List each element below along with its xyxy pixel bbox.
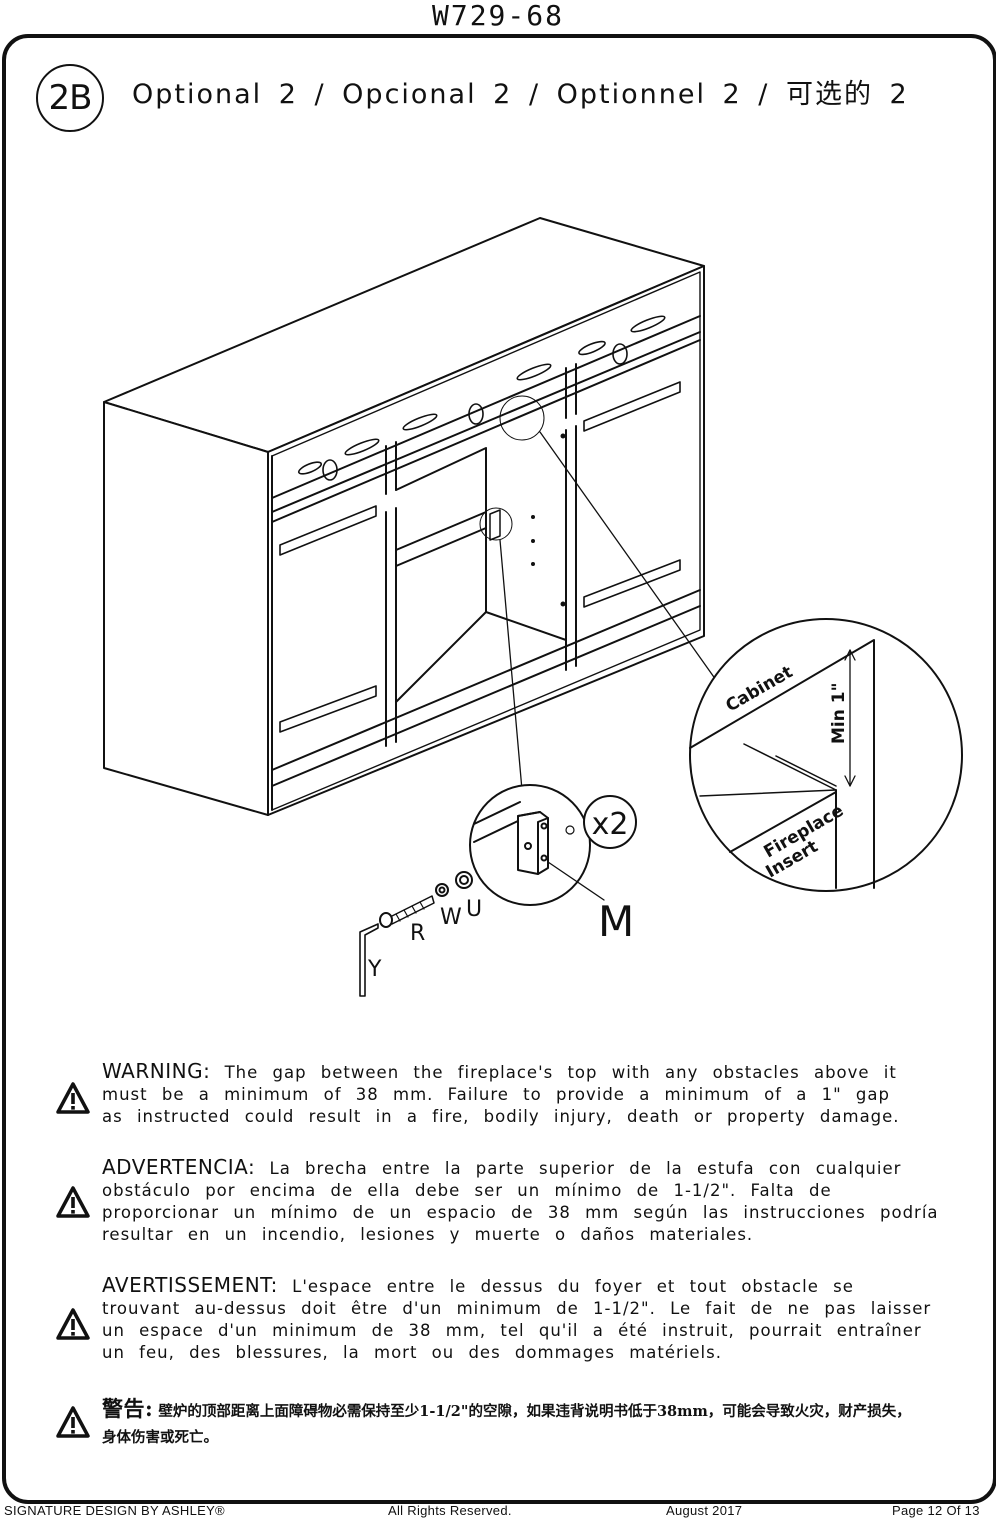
cabinet-illustration — [103, 217, 705, 816]
quantity-bubble: x2 — [583, 795, 637, 849]
warning-chinese-text: 警告: 壁炉的顶部距离上面障碍物必需保持至少1-1/2"的空隙，如果违背说明书低… — [102, 1396, 912, 1451]
warning-spanish-heading: ADVERTENCIA: — [102, 1155, 256, 1179]
part-label-r: R — [410, 921, 425, 946]
hardware-illustration — [359, 871, 473, 997]
step-title: Optional 2 / Opcional 2 / Optionnel 2 / … — [132, 79, 909, 110]
part-label-y: Y — [367, 957, 382, 982]
part-label-u: U — [466, 897, 482, 922]
warning-english-body: The gap between the fireplace's top with… — [102, 1063, 900, 1126]
page-frame — [2, 34, 996, 1504]
footer-page-number: Page 12 Of 13 — [892, 1503, 980, 1518]
min-gap-label: Min 1" — [829, 683, 849, 744]
footer-rights: All Rights Reserved. — [388, 1503, 512, 1518]
warning-triangle-icon — [56, 1186, 90, 1218]
step-number-badge: 2B — [36, 64, 104, 132]
warning-english-heading: WARNING: — [102, 1059, 211, 1083]
warning-spanish-body: La brecha entre la parte superior de la … — [102, 1159, 939, 1244]
warning-chinese-body: 壁炉的顶部距离上面障碍物必需保持至少1-1/2"的空隙，如果违背说明书低于38m… — [102, 1403, 911, 1446]
warning-french-heading: AVERTISSEMENT: — [102, 1273, 278, 1297]
warning-triangle-icon — [56, 1406, 90, 1438]
bracket-detail — [469, 784, 605, 906]
assembly-diagram: x2 M U W R Y Cabinet Min 1" Fireplace In… — [103, 217, 963, 997]
quantity-label: x2 — [592, 807, 629, 842]
page-footer: SIGNATURE DESIGN BY ASHLEY® All Rights R… — [0, 1503, 996, 1521]
warning-triangle-icon — [56, 1082, 90, 1114]
model-number: W729-68 — [431, 0, 564, 32]
warning-french-text: AVERTISSEMENT: L'espace entre le dessus … — [102, 1274, 942, 1364]
part-label-w: W — [440, 905, 462, 930]
warning-triangle-icon — [56, 1308, 90, 1340]
warning-french-body: L'espace entre le dessus du foyer et tou… — [102, 1277, 932, 1362]
warning-english-text: WARNING: The gap between the fireplace's… — [102, 1060, 902, 1128]
warning-chinese-heading: 警告: — [102, 1396, 154, 1421]
part-label-m: M — [598, 897, 634, 946]
gap-detail: Cabinet Min 1" Fireplace Insert — [689, 618, 963, 892]
warning-spanish-text: ADVERTENCIA: La brecha entre la parte su… — [102, 1156, 942, 1246]
footer-date: August 2017 — [666, 1503, 743, 1518]
footer-brand: SIGNATURE DESIGN BY ASHLEY® — [4, 1503, 225, 1518]
